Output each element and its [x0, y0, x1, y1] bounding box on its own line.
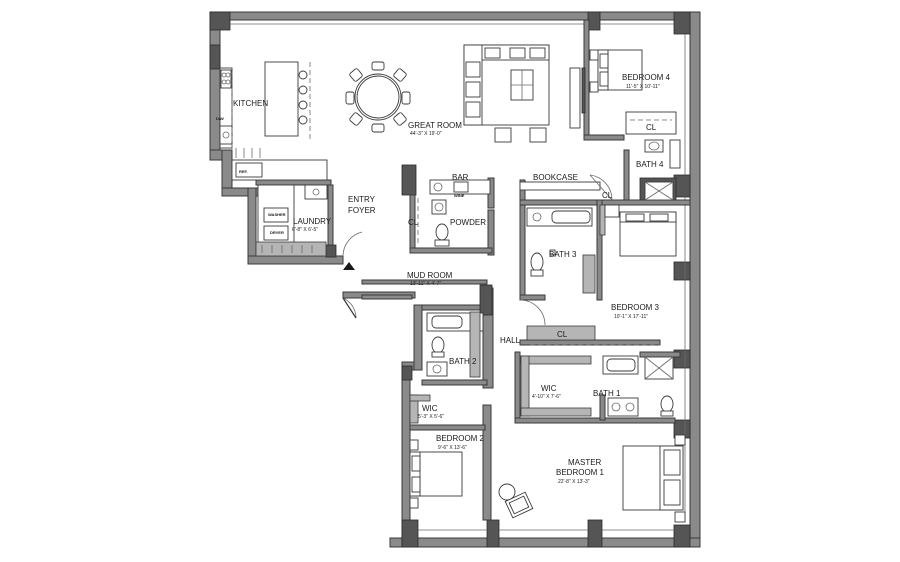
great-room-dim: 44'-3" X 19'-0": [410, 131, 442, 137]
bath4-fixtures: [644, 139, 681, 201]
powder-label: POWDER: [450, 218, 486, 227]
bath3-label: BATH 3: [549, 250, 577, 259]
great-room-label: GREAT ROOM: [408, 121, 462, 130]
master-wic-label: WIC: [541, 384, 557, 393]
laundry-dim: 6'-8" X 6'-5": [292, 227, 318, 233]
bedroom2-dim: 9'-6" X 13'-6": [438, 445, 467, 451]
dryer-label: DRYER: [270, 230, 284, 235]
master-label-2: BEDROOM 1: [556, 468, 605, 477]
kitchen-label: KITCHEN: [233, 99, 268, 108]
powder-fixtures: [417, 198, 450, 247]
bedroom2-label: BEDROOM 2: [436, 434, 485, 443]
bath4-label: BATH 4: [636, 160, 664, 169]
bedroom2-furniture: [409, 394, 463, 509]
bedroom2-wic-dim: 5'-3" X 5'-6": [418, 414, 444, 420]
bookcase-label: BOOKCASE: [533, 173, 578, 182]
bedroom2-wic-label: WIC: [422, 404, 438, 413]
bedroom3-furniture: [526, 204, 677, 346]
bedroom4-label: BEDROOM 4: [622, 73, 671, 82]
master-bedroom-furniture: [498, 434, 686, 523]
wine-label: WINE: [454, 193, 465, 198]
bookcase-closet-label: CL: [602, 191, 613, 200]
kitchen-fixtures: REF.: [219, 61, 328, 181]
bar-fixtures: [429, 174, 613, 201]
bedroom3-dim: 10'-1" X 17'-11": [614, 314, 648, 320]
bath2-fixtures: [426, 311, 484, 378]
bath3-fixtures: [526, 207, 596, 294]
mud-room-dim: 13'-11" X 4'-7": [410, 281, 441, 287]
master-wic-dim: 4'-10" X 7'-6": [532, 394, 561, 400]
entry-foyer-label-2: FOYER: [348, 206, 376, 215]
hall-label: HALL: [500, 336, 521, 345]
powder-closet-label: CL: [408, 218, 419, 227]
mud-room-label: MUD ROOM: [407, 271, 453, 280]
dishwasher-label: D/W: [216, 116, 224, 121]
bedroom4-closet-label: CL: [646, 123, 657, 132]
bedroom4-dim: 11'-5" X 10'-11": [626, 84, 660, 90]
great-room-furniture: [345, 44, 586, 143]
bedroom4-furniture: [589, 49, 677, 135]
master-dim: 22'-8" X 13'-3": [558, 479, 590, 485]
hall-closet-label: CL: [557, 330, 568, 339]
bedroom3-label: BEDROOM 3: [611, 303, 660, 312]
refrigerator-label: REF.: [239, 169, 248, 174]
exterior-walls: [209, 11, 701, 548]
bath2-label: BATH 2: [449, 357, 477, 366]
washer-label: WASHER: [268, 212, 286, 217]
bath1-label: BATH 1: [593, 389, 621, 398]
laundry-label: LAUNDRY: [293, 217, 332, 226]
master-label-1: MASTER: [568, 458, 602, 467]
bath1-fixtures: [520, 355, 674, 417]
entry-foyer-label-1: ENTRY: [348, 195, 376, 204]
bar-label: BAR: [452, 173, 469, 182]
laundry-fixtures: [255, 184, 363, 319]
